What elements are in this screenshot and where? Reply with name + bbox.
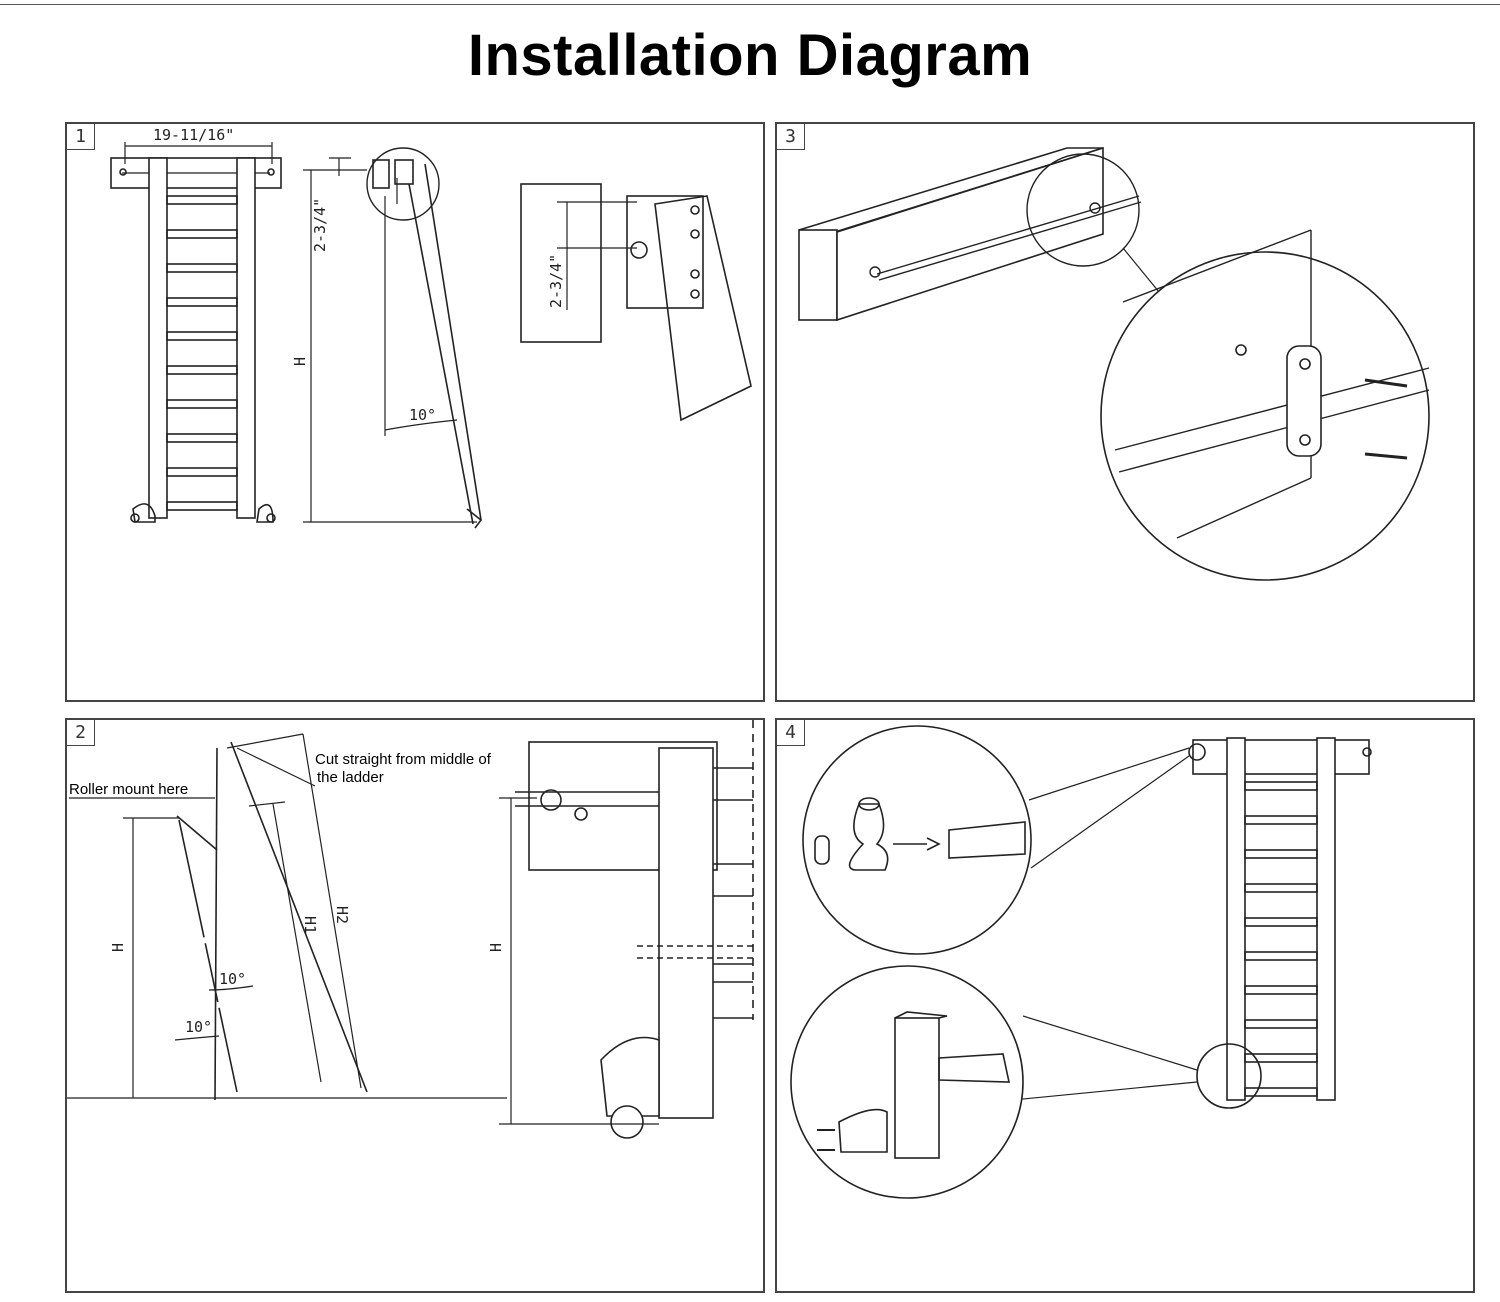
step-3-diagram: [798, 146, 1430, 581]
angle-dim-label: 10°: [409, 406, 436, 424]
zoom-end-cap: [802, 725, 1190, 955]
h-dim-label: H: [109, 943, 127, 952]
detail-offset-label: 2-3/4": [547, 254, 565, 308]
zoom-source-circle: [1026, 153, 1140, 267]
ladder-rung: [1244, 849, 1318, 859]
offset-dim-label: 2-3/4": [311, 198, 329, 252]
angle-a-label: 10°: [219, 970, 246, 988]
height-dimension: [303, 157, 477, 523]
height-dim-label: H: [291, 357, 309, 366]
ladder-rung: [1244, 781, 1318, 791]
ladder-front-view: [110, 157, 282, 523]
panel-number: 2: [67, 720, 95, 746]
width-dim-label: 19-11/16": [153, 126, 234, 144]
panel-number: 3: [777, 124, 805, 150]
ladder-front-view: [1188, 737, 1372, 1109]
h-right-dim-label: H: [487, 943, 505, 952]
angle-arcs: [174, 985, 254, 1041]
panel-step-2: 2 H H1 H2 10° 10° Roller mount here: [65, 718, 765, 1293]
step-4-diagram: [790, 725, 1372, 1199]
ladder-rung: [1244, 917, 1318, 927]
ladder-rungs: [166, 195, 238, 511]
mount-detail: [520, 183, 752, 422]
ladder-rung: [166, 195, 238, 205]
cut-label-line2: the ladder: [317, 769, 384, 786]
ladder-rung: [166, 365, 238, 375]
panel-number: 4: [777, 720, 805, 746]
h1-dim-label: H1: [301, 916, 319, 934]
ladder-side-view: [366, 147, 483, 529]
ladder-rung: [166, 331, 238, 341]
ladder-rung: [1244, 883, 1318, 893]
ladder-rung: [166, 467, 238, 477]
ladder-rung: [166, 229, 238, 239]
ladder-rung: [1244, 951, 1318, 961]
ladder-rungs: [1244, 781, 1318, 1097]
page-title: Installation Diagram: [467, 23, 1033, 88]
step-1-diagram: 19-11/16" 2-3/4" H 10°: [110, 126, 752, 529]
rail-rod: [869, 195, 1142, 281]
wood-beam: [798, 146, 1104, 322]
panel-step-1: 1 19-11/16": [65, 122, 765, 702]
panel-number: 1: [67, 124, 95, 150]
ladder-rung: [166, 433, 238, 443]
top-rule: [0, 4, 1500, 5]
ladder-rung: [166, 297, 238, 307]
width-dimension: [124, 142, 273, 164]
zoom-detail-circle: [1100, 229, 1430, 581]
ladder-rung: [1244, 1087, 1318, 1097]
ladder-rung: [166, 263, 238, 273]
step-2-diagram: H H1 H2 10° 10° Roller mount here Cut st…: [67, 720, 757, 1139]
angle-mark: [384, 196, 458, 436]
zoom-roller: [790, 965, 1198, 1199]
ladder-rung: [166, 501, 238, 511]
ladder-rung: [166, 399, 238, 409]
ladder-rung: [1244, 815, 1318, 825]
angle-b-label: 10°: [185, 1018, 212, 1036]
panel-step-4: 4: [775, 718, 1475, 1293]
cut-label-line1: Cut straight from middle of: [315, 751, 492, 768]
side-mount-view: [499, 720, 757, 1139]
h2-dim-label: H2: [333, 906, 351, 924]
ladder-rung: [1244, 1019, 1318, 1029]
ladder-rung: [1244, 985, 1318, 995]
zoom-connector: [1122, 247, 1160, 293]
angled-ladder: [67, 741, 507, 1101]
panel-step-3: 3: [775, 122, 1475, 702]
ladder-rung: [1244, 1053, 1318, 1063]
roller-mount-label: Roller mount here: [69, 781, 188, 798]
dimension-lines: [123, 733, 362, 1098]
